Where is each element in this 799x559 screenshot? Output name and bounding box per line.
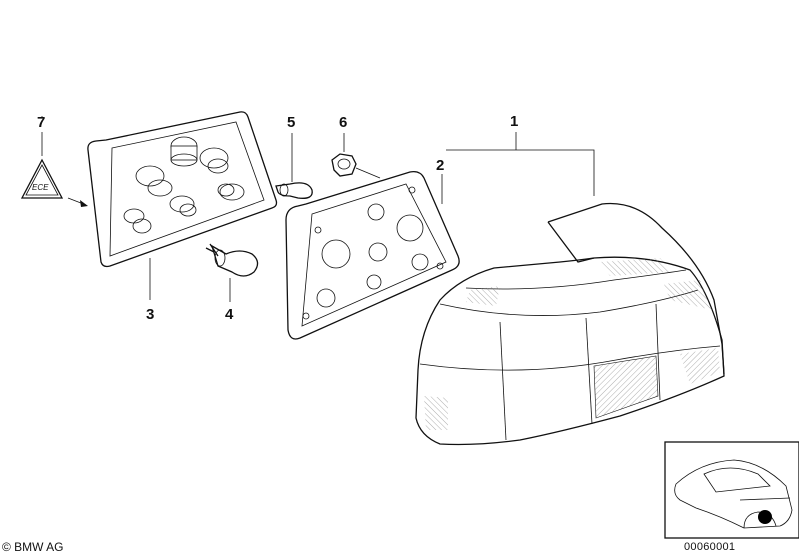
bulb-carrier-part [87, 111, 278, 300]
warning-label-text: ECE [32, 183, 49, 192]
callout-2: 2 [436, 157, 445, 174]
copyright-notice: © BMW AG [2, 540, 64, 554]
callout-6: 6 [339, 114, 348, 131]
car-location-inset [664, 441, 799, 539]
location-dot-icon [758, 510, 772, 524]
warning-triangle-part: ECE [20, 132, 88, 207]
warning-triangle-icon [20, 158, 64, 199]
callout-4: 4 [225, 306, 234, 323]
callout-7: 7 [37, 114, 46, 131]
bulb-part-4 [205, 243, 259, 302]
gasket-part [285, 170, 460, 340]
bulb-part-5 [275, 133, 313, 199]
callout-5: 5 [287, 114, 296, 131]
tail-lamp-part [415, 132, 725, 446]
callout-3: 3 [146, 306, 155, 323]
document-number: 00060001 [684, 541, 736, 553]
nut-part-6 [331, 133, 381, 179]
callout-1: 1 [510, 113, 519, 130]
